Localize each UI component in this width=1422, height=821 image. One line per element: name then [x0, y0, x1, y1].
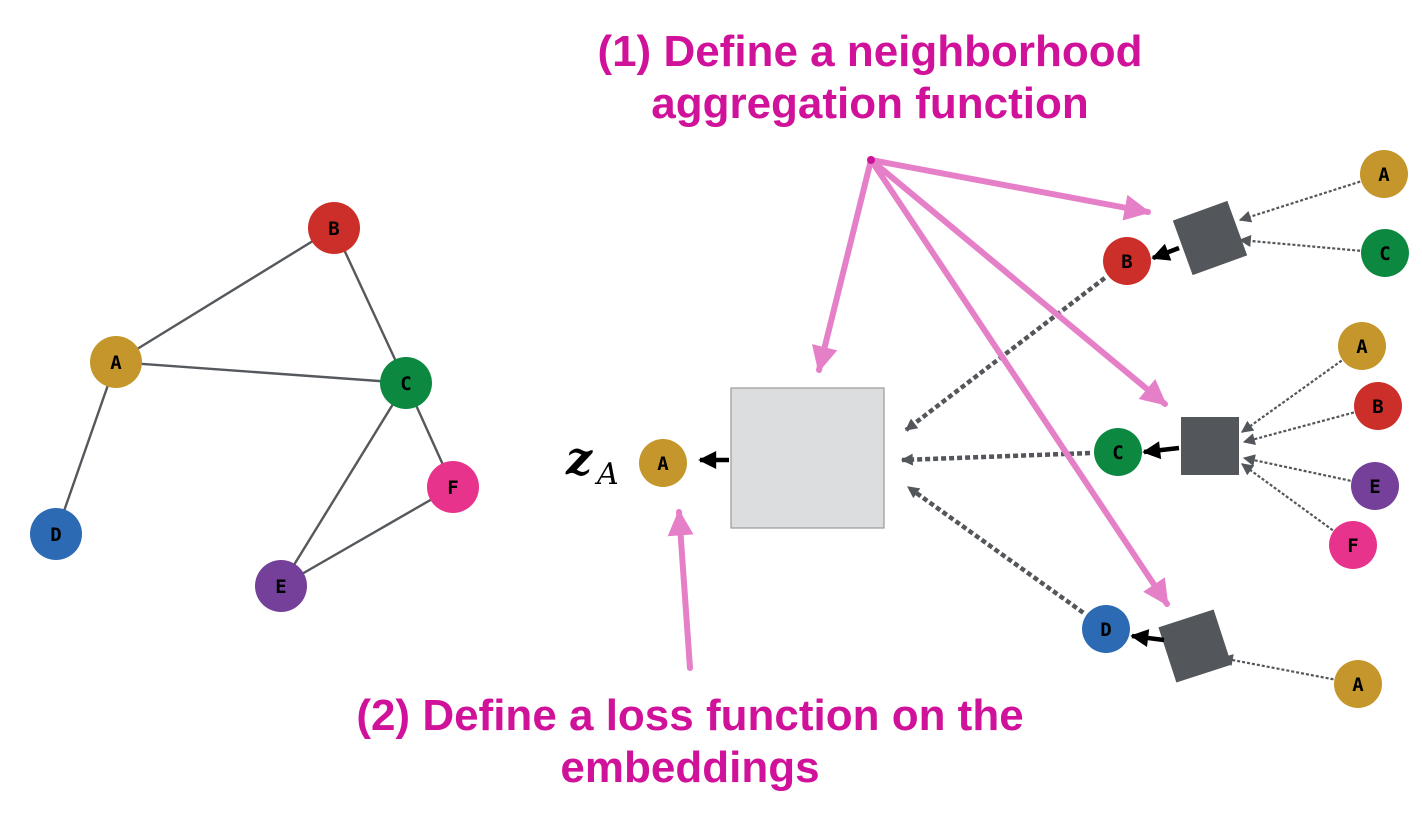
layer1-node-b-circle	[1103, 237, 1151, 285]
graph-node-a-label: A	[110, 352, 122, 374]
layer2-node-c-e-circle	[1351, 462, 1399, 510]
layer2-node-c-b-circle	[1354, 382, 1402, 430]
layer2-node-c-a: A	[1338, 322, 1386, 370]
graph-node-e-circle	[255, 560, 307, 612]
pink-arrow-to-aggregator-c	[868, 157, 1168, 407]
graph-edge-a-d	[54, 361, 118, 535]
layer2-node-b-c-label: C	[1379, 243, 1390, 265]
graph-node-b-label: B	[328, 218, 339, 240]
dotted-arrow-b-to-aggregator	[904, 276, 1107, 432]
dotted-arrow-b-to-box-c	[1242, 411, 1355, 445]
aggregator-box-c	[1181, 417, 1239, 475]
arrow-box-to-b	[1151, 243, 1180, 261]
layer1-node-c-circle	[1094, 428, 1142, 476]
graph-edge-b-c	[332, 227, 408, 384]
graph-node-b-circle	[308, 202, 360, 254]
dotted-arrow-c-to-aggregator	[900, 450, 1091, 466]
embedding-label: z	[565, 431, 593, 485]
input-graph-nodes: A B C D E F	[30, 202, 479, 612]
layer2-node-b-c-circle	[1361, 229, 1409, 277]
arrow-box-to-d	[1130, 629, 1165, 647]
graph-edge-c-e	[279, 382, 408, 587]
layer1-node-d-label: D	[1100, 619, 1111, 641]
graph-node-d-label: D	[50, 524, 61, 546]
annotation-arrows	[667, 156, 1170, 671]
graph-node-a-circle	[90, 336, 142, 388]
dotted-arrow-f-to-box-c	[1241, 463, 1334, 532]
aggregation-heading: (1) Define a neighborhood aggregation fu…	[560, 26, 1180, 130]
layer2-node-b-c: C	[1361, 229, 1409, 277]
graph-node-c-label: C	[400, 373, 411, 395]
aggregator-box-b	[1172, 200, 1248, 276]
layer2-node-c-b: B	[1354, 382, 1402, 430]
layer2-node-d-a-label: A	[1352, 674, 1364, 696]
dotted-arrow-a-to-box-d	[1220, 654, 1334, 681]
graph-node-e-label: E	[275, 576, 286, 598]
layer2-node-b-a: A	[1360, 150, 1408, 198]
layer2-node-c-b-label: B	[1372, 396, 1383, 418]
layer1-node-d: D	[1082, 605, 1130, 653]
dotted-arrow-e-to-box-c	[1242, 454, 1351, 482]
target-node-a: A	[639, 439, 687, 487]
layer2-node-c-e: E	[1351, 462, 1399, 510]
layer1-node-c-label: C	[1112, 442, 1123, 464]
aggregation-heading-line-2: aggregation function	[651, 79, 1089, 128]
target-node-a-circle	[639, 439, 687, 487]
graph-node-f: F	[427, 461, 479, 513]
dotted-arrow-c-to-box-b	[1238, 234, 1361, 252]
pink-arrow-to-aggregator-d	[868, 157, 1170, 607]
layer1-node-b: B	[1103, 237, 1151, 285]
arrow-box-to-c	[1142, 441, 1180, 460]
graph-node-e: E	[255, 560, 307, 612]
layer2-node-d-a-circle	[1334, 660, 1382, 708]
embedding-label-subscript: A	[594, 457, 619, 492]
dotted-arrow-a-to-box-b	[1238, 180, 1361, 223]
dotted-arrow-d-to-aggregator	[906, 485, 1085, 615]
graph-node-c: C	[380, 357, 432, 409]
target-node-a-label: A	[657, 453, 669, 475]
pink-arrow-to-target-a	[667, 509, 694, 671]
aggregation-heading-line-1: (1) Define a neighborhood	[597, 27, 1143, 76]
loss-heading-line-2: embeddings	[560, 743, 820, 792]
layer2-node-c-f: F	[1329, 521, 1377, 569]
layer1-node-c: C	[1094, 428, 1142, 476]
loss-heading: (2) Define a loss function on the embedd…	[320, 690, 1060, 794]
graph-edge-a-c	[115, 360, 407, 385]
loss-heading-line-1: (2) Define a loss function on the	[356, 691, 1024, 740]
layer2-node-b-a-label: A	[1378, 164, 1390, 186]
graph-edge-e-f	[280, 485, 454, 588]
layer1-node-d-circle	[1082, 605, 1130, 653]
graph-node-f-label: F	[447, 477, 458, 499]
graph-node-a: A	[90, 336, 142, 388]
graph-node-c-circle	[380, 357, 432, 409]
graph-node-f-circle	[427, 461, 479, 513]
layer1-node-b-label: B	[1121, 251, 1132, 273]
dotted-arrow-a-to-box-c	[1241, 359, 1343, 433]
annotation-origin-dot	[867, 156, 875, 164]
input-graph-edges	[54, 226, 455, 588]
graph-node-b: B	[308, 202, 360, 254]
layer2-node-c-a-circle	[1338, 322, 1386, 370]
graph-node-d: D	[30, 508, 82, 560]
main-aggregator-box	[730, 387, 885, 529]
layer2-node-d-a: A	[1334, 660, 1382, 708]
pink-arrow-to-main-aggregator	[812, 157, 874, 373]
layer2-node-c-a-label: A	[1356, 336, 1368, 358]
graph-node-d-circle	[30, 508, 82, 560]
layer2-node-b-a-circle	[1360, 150, 1408, 198]
aggregator-box-d	[1158, 609, 1232, 683]
layer2-node-c-f-circle	[1329, 521, 1377, 569]
layer2-node-c-f-label: F	[1347, 535, 1358, 557]
layer2-node-c-e-label: E	[1369, 476, 1380, 498]
graph-edge-a-b	[115, 226, 335, 364]
pink-arrow-to-aggregator-b	[868, 157, 1151, 221]
